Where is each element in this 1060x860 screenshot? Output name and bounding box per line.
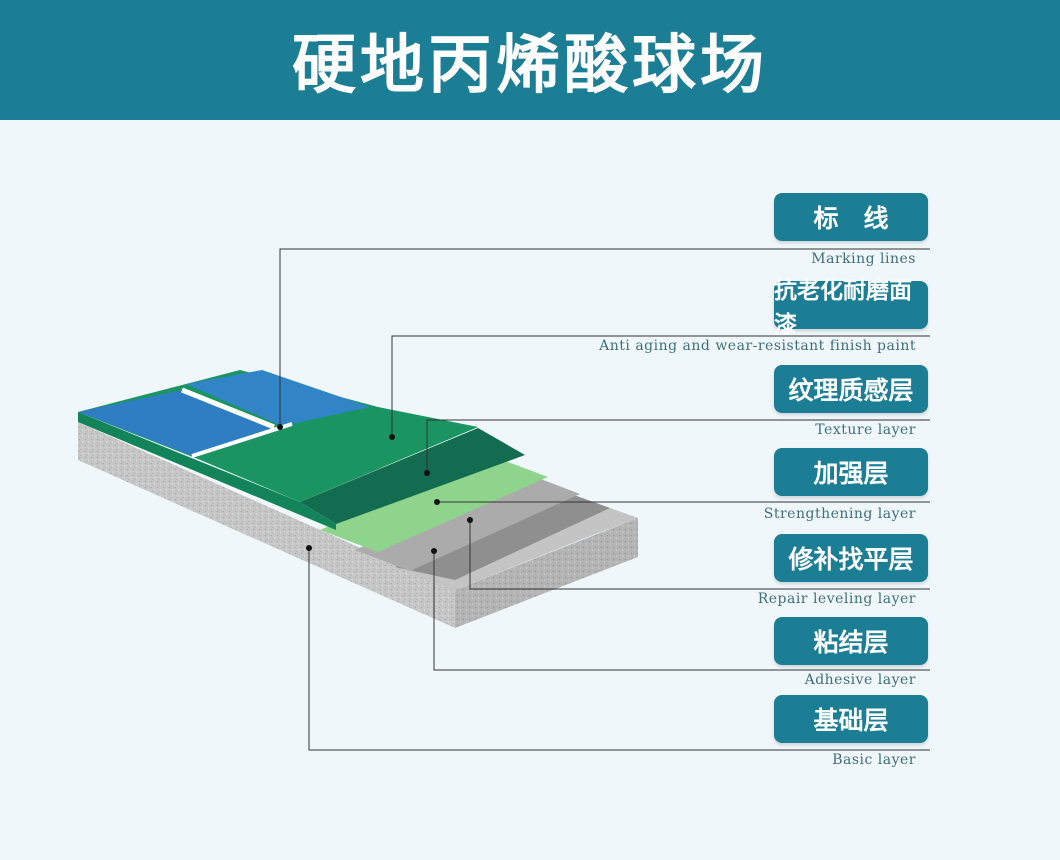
label-texture-en: Texture layer (815, 422, 916, 438)
dot-strengthen (434, 499, 440, 505)
marking-line-shape (181, 387, 275, 430)
marking-line-shape-2 (191, 422, 293, 458)
page-title: 硬地丙烯酸球场 (292, 29, 768, 103)
leader-basic (308, 548, 930, 751)
leader-repair (469, 520, 930, 590)
label-adhesive: 粘结层 (774, 617, 928, 665)
label-marking-lines: 标 线 (774, 193, 928, 241)
dot-marking (277, 424, 283, 430)
blue-panel-right (186, 370, 370, 426)
dot-finish (389, 434, 395, 440)
leader-texture (426, 419, 930, 473)
concrete-front-face (78, 422, 455, 628)
label-repair-en: Repair leveling layer (757, 591, 916, 607)
dot-adhesive (431, 548, 437, 554)
label-finish-paint-en: Anti aging and wear-resistant finish pai… (599, 338, 916, 354)
label-marking-lines-en: Marking lines (811, 251, 916, 267)
leader-finish (391, 335, 930, 437)
label-strengthening: 加强层 (774, 448, 928, 496)
label-basic-en: Basic layer (832, 752, 916, 768)
layer-diagram: 标 线 Marking lines 抗老化耐磨面漆 Anti aging and… (0, 120, 1060, 860)
blue-panel-left (78, 390, 272, 455)
label-repair: 修补找平层 (774, 534, 928, 582)
strengthen-layer-shape (320, 456, 548, 552)
label-texture: 纹理质感层 (774, 365, 928, 413)
label-basic: 基础层 (774, 695, 928, 743)
texture-layer-shape (300, 428, 525, 524)
green-edge (78, 412, 336, 530)
adhesive-layer-shape (395, 490, 610, 580)
leader-marking (279, 248, 930, 426)
label-strengthening-en: Strengthening layer (763, 506, 916, 522)
dot-repair (467, 517, 473, 523)
dot-basic (306, 545, 312, 551)
dot-texture (424, 470, 430, 476)
label-adhesive-en: Adhesive layer (804, 672, 916, 688)
header-banner: 硬地丙烯酸球场 (0, 0, 1060, 120)
floor-cross-section (78, 248, 930, 751)
leader-adhesive (433, 551, 930, 671)
label-finish-paint: 抗老化耐磨面漆 (774, 278, 928, 338)
repair-layer-shape (355, 473, 580, 571)
concrete-end-face (455, 518, 638, 628)
